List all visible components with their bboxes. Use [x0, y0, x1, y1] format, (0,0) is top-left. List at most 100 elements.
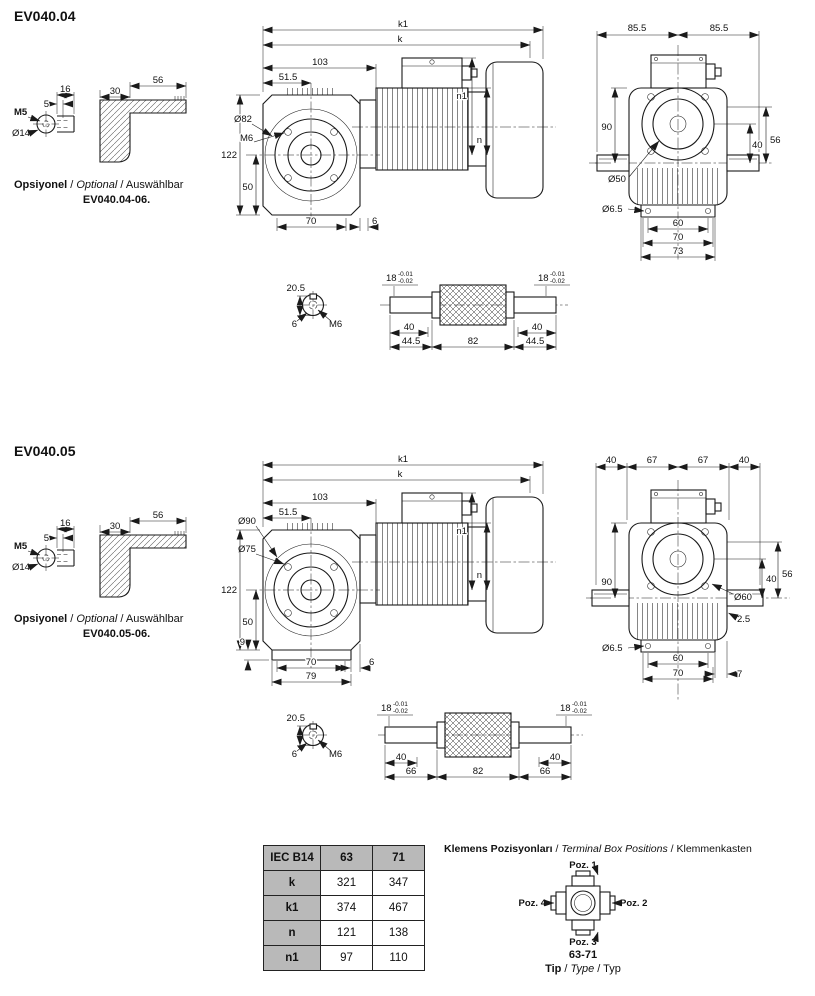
dim-dia82: Ø82	[234, 114, 252, 125]
dim-30: 30	[110, 86, 121, 97]
value-n1-63: 97	[320, 945, 373, 971]
value-n-63: 121	[320, 920, 373, 946]
dim-66-left: 66	[406, 766, 417, 777]
s2-side-view	[246, 492, 556, 668]
dim-k: k	[398, 469, 403, 480]
dim-16: 16	[60, 84, 71, 95]
dim-k: k	[398, 34, 403, 45]
dim-dia60: Ø60	[734, 592, 752, 603]
dim-dia6-5: Ø6.5	[602, 204, 623, 215]
dim-40: 40	[766, 574, 777, 585]
dim-dia50: Ø50	[608, 174, 626, 185]
dim-18-left: 18	[386, 273, 397, 284]
label-poz-3: Poz. 3	[569, 937, 596, 948]
s2-side-dims: k1 k 103 51.5 Ø90 Ø75 122 50 9 70 6 79 n…	[220, 453, 544, 686]
dim-18-right: 18	[538, 273, 549, 284]
dim-5: 5	[44, 533, 49, 544]
dim-dia75: Ø75	[238, 544, 256, 555]
table-header-row: IEC B14 63 71	[263, 845, 425, 871]
dim-82: 82	[468, 336, 479, 347]
optional-label-de: Auswählbar	[125, 179, 184, 191]
dim-5: 5	[44, 99, 49, 110]
dim-n1: n1	[456, 91, 467, 102]
dim-67-left: 67	[647, 455, 658, 466]
label-m5: M5	[14, 107, 28, 118]
s1-front-dims: 85.5 85.5 90 Ø50 40 56 Ø6.5 60 70 73	[595, 22, 782, 261]
optional-label-tr: Opsiyonel	[14, 613, 68, 625]
dim-103: 103	[312, 57, 328, 68]
dim-6: 6	[372, 216, 377, 227]
s1-optional-note: Opsiyonel / Optional / Auswählbar EV040.…	[14, 178, 219, 207]
terminal-box-title: Klemens Pozisyonları / Terminal Box Posi…	[444, 843, 752, 855]
dim-56: 56	[153, 510, 164, 521]
s1-optional-model: EV040.04-06.	[82, 194, 151, 206]
dim-66-right: 66	[540, 766, 551, 777]
table-row: k 321 347	[263, 870, 425, 896]
optional-label-tr: Opsiyonel	[14, 179, 68, 191]
label-poz-4: Poz. 4	[519, 898, 547, 909]
table-header-iec-b14: IEC B14	[263, 845, 321, 871]
s2-optional-model: EV040.05-06.	[82, 628, 151, 640]
dim-dia14: Ø14	[12, 562, 30, 573]
s2-detail-flange: 30 56	[99, 509, 187, 598]
dim-70: 70	[673, 668, 684, 679]
dim-40-right: 40	[550, 752, 561, 763]
tol-18-left-upper: -0.01	[398, 271, 413, 278]
table-header-63: 63	[320, 845, 373, 871]
dim-n1: n1	[456, 526, 467, 537]
tol-18-left-lower: -0.02	[398, 278, 413, 285]
type-label: Tip / Type / Typ	[545, 963, 621, 975]
dim-20-5: 20.5	[287, 283, 306, 294]
dim-40-left: 40	[404, 322, 415, 333]
value-k-71: 347	[372, 870, 425, 896]
table-row: n1 97 110	[263, 945, 425, 971]
value-k-63: 321	[320, 870, 373, 896]
dim-20-5: 20.5	[287, 713, 306, 724]
s1-side-dims: k1 k 103 51.5 122 50 Ø82 M6 70 6 n1 n	[220, 18, 544, 231]
table-header-71: 71	[372, 845, 425, 871]
s1-detail-shaft-end: 5 16 M5 Ø14	[11, 83, 75, 140]
section1-title: EV040.04	[14, 8, 76, 24]
value-k1-71: 467	[372, 895, 425, 921]
label-m5: M5	[14, 541, 28, 552]
label-poz-1: Poz. 1	[569, 860, 597, 871]
type-label-en: Type	[570, 963, 595, 975]
row-label-k1: k1	[263, 895, 321, 921]
dim-7: 7	[737, 669, 742, 680]
dim-70: 70	[306, 216, 317, 227]
dim-n: n	[477, 135, 482, 146]
dim-90: 90	[601, 122, 612, 133]
dim-51-5: 51.5	[279, 72, 298, 83]
dim-70: 70	[306, 657, 317, 668]
tol-18-right-upper: -0.01	[572, 701, 587, 708]
dim-9: 9	[240, 637, 245, 648]
dim-k1: k1	[398, 454, 408, 465]
optional-label-de: Auswählbar	[125, 613, 184, 625]
dim-50: 50	[242, 182, 253, 193]
dim-122: 122	[221, 585, 237, 596]
s2-optional-line: Opsiyonel / Optional / Auswählbar	[14, 613, 184, 625]
dim-m6: M6	[329, 749, 342, 760]
dim-key-6: 6	[292, 319, 297, 330]
dim-30: 30	[110, 521, 121, 532]
dim-2-5: 2.5	[737, 614, 750, 625]
dim-73: 73	[673, 246, 684, 257]
s1-front-view	[589, 45, 772, 262]
s1-side-view	[246, 57, 556, 226]
dim-dia14: Ø14	[12, 128, 30, 139]
tol-18-right-lower: -0.02	[550, 278, 565, 285]
row-label-k: k	[263, 870, 321, 896]
row-label-n1: n1	[263, 945, 321, 971]
row-label-n: n	[263, 920, 321, 946]
dim-60: 60	[673, 653, 684, 664]
dim-56: 56	[770, 135, 781, 146]
dim-6: 6	[369, 657, 374, 668]
dim-dia90: Ø90	[238, 516, 256, 527]
s2-detail-shaft-end: 5 16 M5 Ø14	[11, 517, 75, 574]
dim-44-5-left: 44.5	[402, 336, 421, 347]
optional-label-en: Optional	[76, 179, 118, 191]
dim-103: 103	[312, 492, 328, 503]
dim-m6: M6	[240, 133, 253, 144]
dim-90: 90	[601, 577, 612, 588]
